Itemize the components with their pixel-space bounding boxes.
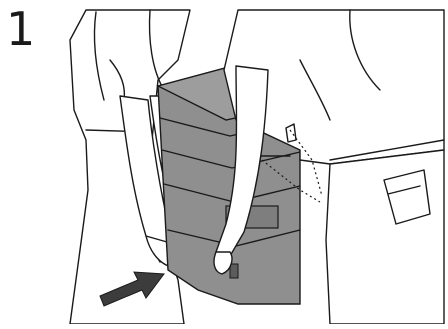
lift-handle-recess	[230, 264, 238, 278]
step-number: 1	[6, 6, 35, 52]
